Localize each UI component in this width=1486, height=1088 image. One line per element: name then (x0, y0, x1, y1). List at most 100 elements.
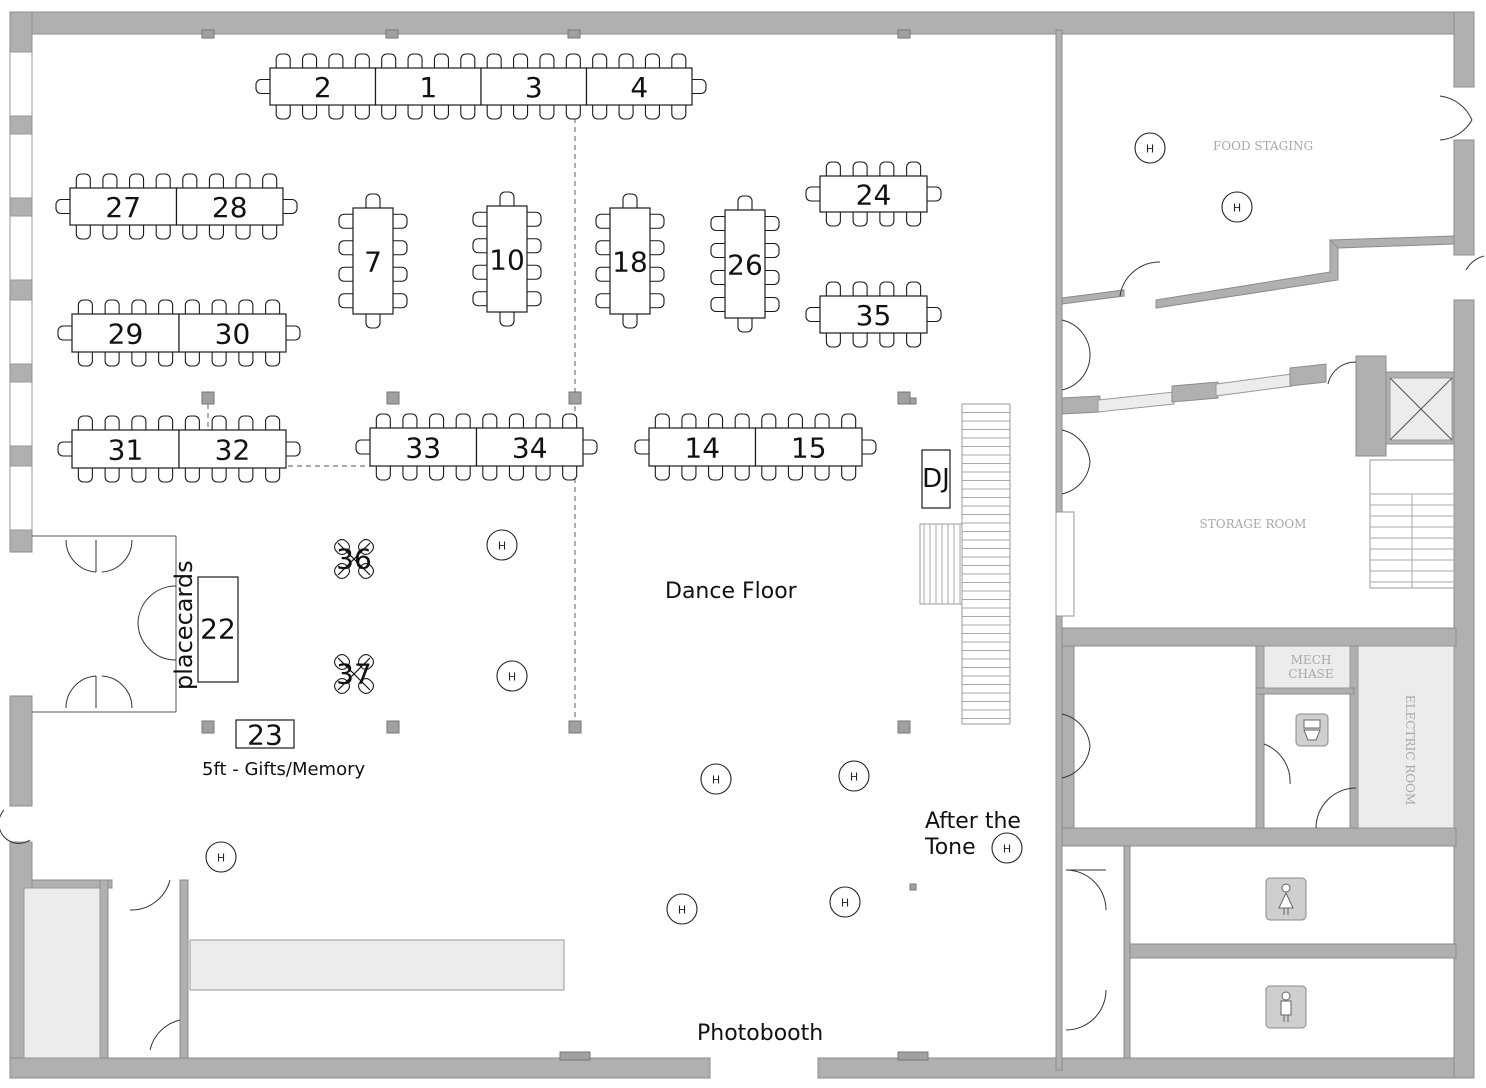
chair (265, 468, 281, 483)
chair (365, 193, 381, 208)
table (819, 175, 928, 213)
cocktail-tables: 36 37 (334, 539, 374, 694)
chair (375, 466, 391, 481)
chair (527, 291, 542, 307)
svg-text:H: H (712, 774, 720, 787)
chair (499, 312, 515, 327)
table-22: 22 (197, 576, 239, 683)
chair (906, 161, 922, 176)
table (754, 427, 863, 467)
mech-chase-label: MECH (1291, 653, 1332, 667)
chair (275, 53, 291, 68)
chair (55, 198, 70, 215)
chair (455, 466, 471, 481)
chair (433, 53, 449, 68)
heater-icon: H (486, 529, 518, 561)
chair (77, 352, 93, 367)
chair (338, 213, 353, 229)
heater-icon: H (700, 763, 732, 795)
chair (595, 266, 610, 282)
chair (539, 53, 555, 68)
heater-icon: H (829, 886, 861, 918)
chair (402, 466, 418, 481)
table-23: 23 (235, 719, 295, 752)
chair (472, 291, 487, 307)
svg-text:H: H (508, 671, 516, 684)
table-37: 37 (334, 654, 374, 694)
chair (129, 225, 145, 240)
table-number: 32 (215, 434, 251, 467)
table-27-28: 27 28 (55, 173, 298, 240)
chair (841, 466, 857, 481)
chair (286, 441, 301, 457)
chair (393, 266, 408, 282)
chair (57, 325, 72, 341)
chair (671, 105, 687, 120)
storage-room-label: STORAGE ROOM (1200, 517, 1307, 531)
chair (486, 105, 502, 120)
chair (841, 413, 857, 428)
chair (158, 352, 174, 367)
table (819, 295, 928, 334)
dj-booth (921, 449, 951, 509)
table-number: 27 (105, 191, 141, 224)
table-36: 36 (334, 539, 374, 579)
chair (208, 225, 224, 240)
chair (814, 413, 830, 428)
chair (460, 53, 476, 68)
table-number: 2 (314, 71, 332, 104)
table-18: 18 (595, 193, 665, 329)
table (178, 429, 287, 469)
chair (499, 191, 515, 206)
photobooth-label: Photobooth (697, 1021, 823, 1046)
chair (158, 299, 174, 314)
chair (208, 173, 224, 188)
chair (650, 293, 665, 309)
table (585, 67, 693, 106)
building-walls (9, 11, 1475, 1079)
chair (238, 352, 254, 367)
chair (862, 439, 877, 455)
chair (825, 212, 841, 227)
chair (354, 53, 370, 68)
chair (710, 269, 725, 286)
chair (104, 352, 120, 367)
table-number: 22 (200, 613, 236, 646)
chair (211, 352, 227, 367)
chair (328, 105, 344, 120)
chair (184, 299, 200, 314)
chair (211, 468, 227, 483)
chair (286, 325, 301, 341)
chair (235, 225, 251, 240)
table (724, 209, 766, 319)
chair (433, 105, 449, 120)
toilet-icon (1295, 713, 1329, 747)
table-number: 1 (419, 71, 437, 104)
chair (765, 242, 780, 259)
chair (906, 212, 922, 227)
chair (238, 299, 254, 314)
chair (513, 105, 529, 120)
chair (354, 105, 370, 120)
chair (527, 264, 542, 280)
chair (927, 186, 942, 202)
chair (618, 53, 634, 68)
chair (825, 281, 841, 296)
chair (708, 466, 724, 481)
chair (618, 105, 634, 120)
chair (906, 281, 922, 296)
chair (381, 105, 397, 120)
chair (131, 415, 147, 430)
chair (235, 173, 251, 188)
chair (595, 213, 610, 229)
table-number: 34 (512, 432, 548, 465)
heater-icon: H (1134, 132, 1166, 164)
chair (131, 299, 147, 314)
table-number: 28 (212, 191, 248, 224)
chair (710, 242, 725, 259)
chair (513, 53, 529, 68)
chair (852, 212, 868, 227)
chair (787, 413, 803, 428)
svg-text:H: H (850, 771, 858, 784)
